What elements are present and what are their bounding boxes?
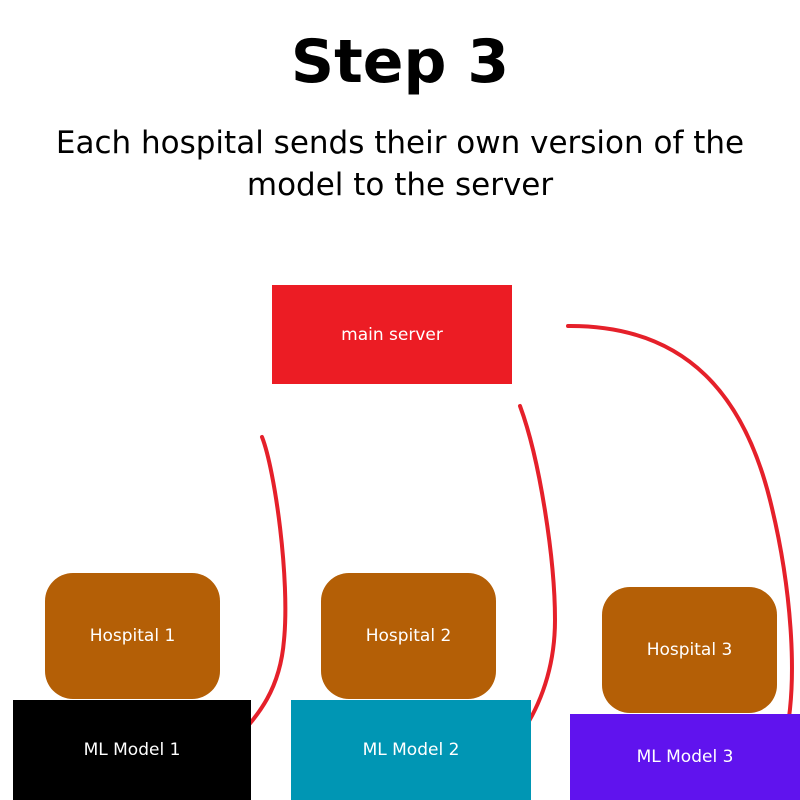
arrow-model-2-to-server xyxy=(516,404,558,740)
hospital-2-label: Hospital 2 xyxy=(365,626,452,646)
main-server-label: main server xyxy=(341,324,443,345)
ml-model-1-label: ML Model 1 xyxy=(83,740,181,760)
main-server-box: main server xyxy=(272,285,512,384)
page-title: Step 3 xyxy=(290,27,510,97)
hospital-3-box: Hospital 3 xyxy=(602,587,777,713)
hospital-3-label: Hospital 3 xyxy=(646,640,733,660)
hospital-1-label: Hospital 1 xyxy=(89,626,176,646)
hospital-1-box: Hospital 1 xyxy=(45,573,220,699)
ml-model-2-label: ML Model 2 xyxy=(362,740,460,760)
ml-model-1-box: ML Model 1 xyxy=(13,700,251,800)
ml-model-2-box: ML Model 2 xyxy=(291,700,531,800)
ml-model-3-label: ML Model 3 xyxy=(636,747,734,767)
ml-model-3-box: ML Model 3 xyxy=(570,714,800,800)
arrow-model-1-to-server xyxy=(236,435,288,739)
hospital-2-box: Hospital 2 xyxy=(321,573,496,699)
page-subtitle: Each hospital sends their own version of… xyxy=(55,125,745,203)
